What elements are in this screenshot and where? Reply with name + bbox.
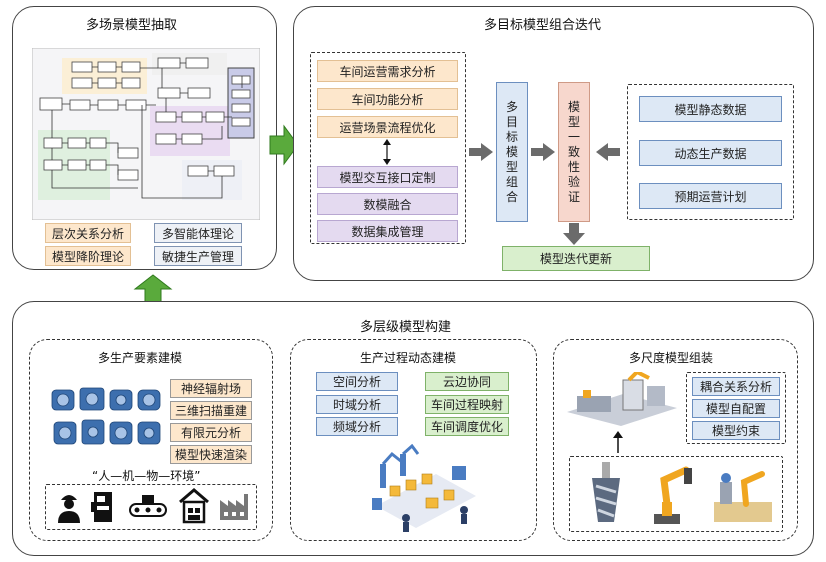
worker-icon bbox=[58, 495, 80, 523]
requirements-group bbox=[310, 52, 466, 244]
factory-schematic-image bbox=[32, 48, 260, 220]
multi-scale-assembly-section bbox=[553, 339, 798, 541]
workshop-function-analysis: 车间功能分析 bbox=[317, 88, 458, 110]
combine-char: 多 bbox=[505, 99, 518, 114]
arrow-right-gray-icon bbox=[531, 143, 555, 161]
3d-scan-reconstruction: 三维扫描重建 bbox=[170, 401, 252, 420]
combine-char: 型 bbox=[505, 159, 518, 174]
digital-model-fusion: 数模融合 bbox=[317, 193, 458, 215]
combine-char: 目 bbox=[505, 114, 518, 129]
verify-char: 型 bbox=[567, 114, 580, 129]
conveyor-icon bbox=[129, 495, 167, 517]
warehouse-icon bbox=[179, 488, 209, 524]
cloud-edge-collaboration: 云边协同 bbox=[425, 372, 509, 391]
model-self-configuration: 模型自配置 bbox=[692, 399, 780, 418]
interface-customization: 模型交互接口定制 bbox=[317, 166, 458, 188]
tag-model-reduction-theory: 模型降阶理论 bbox=[45, 246, 131, 266]
production-line-illustration bbox=[372, 444, 476, 532]
workshop-process-mapping: 车间过程映射 bbox=[425, 395, 509, 414]
tag-hierarchy-analysis: 层次关系分析 bbox=[45, 223, 131, 243]
coupling-relation-analysis: 耦合关系分析 bbox=[692, 377, 780, 396]
verify-char: 一 bbox=[567, 129, 580, 144]
arrow-right-gray-icon bbox=[469, 143, 493, 161]
multi-objective-title: 多目标模型组合迭代 bbox=[484, 18, 602, 33]
cutting-tool-image bbox=[592, 462, 620, 522]
scene-process-optimization: 运营场景流程优化 bbox=[317, 116, 458, 138]
finite-element-analysis: 有限元分析 bbox=[170, 423, 252, 442]
combine-char: 模 bbox=[505, 144, 518, 159]
verify-char: 模 bbox=[567, 99, 580, 114]
machine-icon bbox=[91, 492, 112, 522]
arrow-left-gray-icon bbox=[596, 143, 620, 161]
arrow-right-icon bbox=[269, 124, 299, 166]
combine-char: 合 bbox=[505, 189, 518, 204]
data-integration-management: 数据集成管理 bbox=[317, 220, 458, 242]
model-constraint: 模型约束 bbox=[692, 421, 780, 440]
production-element-title: 多生产要素建模 bbox=[98, 351, 183, 365]
production-element-section bbox=[29, 339, 273, 541]
verify-char: 性 bbox=[567, 159, 580, 174]
fast-model-rendering: 模型快速渲染 bbox=[170, 445, 252, 464]
multi-level-title: 多层级模型构建 bbox=[360, 320, 452, 335]
verify-char: 验 bbox=[567, 174, 580, 189]
robot-arm-image bbox=[654, 466, 692, 524]
frequency-domain-analysis: 频域分析 bbox=[316, 417, 398, 436]
multi-scale-assembly-title: 多尺度模型组装 bbox=[629, 351, 714, 365]
human-machine-material-environment: “人—机—物—环境” bbox=[92, 469, 201, 483]
arrow-up-icon bbox=[133, 274, 173, 304]
model-consistency-verification-box: 模 型 一 致 性 验 证 bbox=[558, 82, 590, 222]
workshop-scheduling-optimization: 车间调度优化 bbox=[425, 417, 509, 436]
multi-objective-combination-box: 多 目 标 模 型 组 合 bbox=[496, 82, 528, 222]
process-dynamic-title: 生产过程动态建模 bbox=[360, 351, 457, 365]
dynamic-production-data: 动态生产数据 bbox=[639, 140, 782, 166]
scene-extraction-title: 多场景模型抽取 bbox=[86, 18, 178, 33]
time-domain-analysis: 时域分析 bbox=[316, 395, 398, 414]
double-arrow-icon bbox=[383, 139, 391, 165]
assembled-workcell-image bbox=[567, 372, 677, 426]
tag-multi-agent-theory: 多智能体理论 bbox=[154, 223, 242, 243]
factory-icon bbox=[220, 494, 248, 520]
tag-agile-production-management: 敏捷生产管理 bbox=[154, 246, 242, 266]
static-model-data: 模型静态数据 bbox=[639, 96, 782, 122]
arrow-up-black-icon bbox=[613, 431, 623, 453]
verify-char: 致 bbox=[567, 144, 580, 159]
arrow-down-gray-icon bbox=[563, 223, 585, 245]
verify-char: 证 bbox=[567, 189, 580, 204]
combine-char: 标 bbox=[505, 129, 518, 144]
motor-models-image bbox=[51, 387, 161, 445]
robot-station-image bbox=[714, 471, 772, 522]
element-icons-group bbox=[45, 484, 257, 530]
combine-char: 组 bbox=[505, 174, 518, 189]
data-sources-group bbox=[627, 84, 794, 220]
workshop-requirement-analysis: 车间运营需求分析 bbox=[317, 60, 458, 82]
expected-operation-plan: 预期运营计划 bbox=[639, 183, 782, 209]
component-models-group bbox=[569, 456, 783, 532]
process-dynamic-section bbox=[290, 339, 537, 541]
assembly-methods-group bbox=[686, 372, 786, 444]
model-iteration-update: 模型迭代更新 bbox=[502, 246, 650, 271]
spatial-analysis: 空间分析 bbox=[316, 372, 398, 391]
neural-radiance-field: 神经辐射场 bbox=[170, 379, 252, 398]
